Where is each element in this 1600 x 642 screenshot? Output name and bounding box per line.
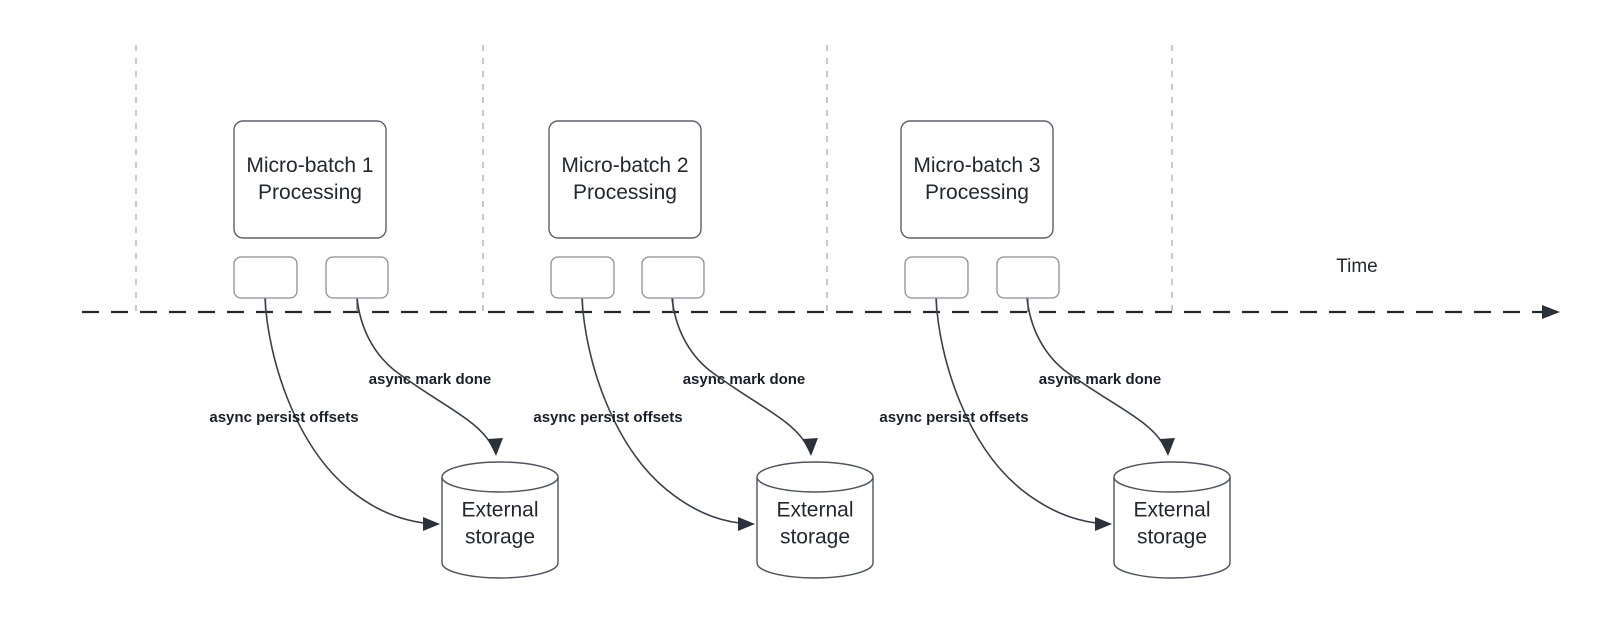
group-2-persist-offsets-edge-arrow-icon	[738, 517, 755, 531]
group-1-persist-offsets-edge-label: async persist offsets	[209, 409, 358, 426]
group-3-batch-box[interactable]	[900, 120, 1054, 239]
group-1-mark-done-edge	[356, 297, 494, 449]
group-3-mark-done-task[interactable]	[996, 256, 1060, 299]
group-2-persist-offsets-edge	[581, 297, 752, 525]
group-3-mark-done-edge-label: async mark done	[1039, 371, 1162, 388]
group-2-storage-body[interactable]	[756, 477, 874, 579]
group-3-persist-offsets-edge	[935, 297, 1109, 525]
group-2-batch-label-line2: Processing	[573, 181, 677, 204]
group-3-storage-label-line1: External	[1133, 499, 1210, 522]
group-3-batch-label-line1: Micro-batch 3	[913, 154, 1040, 177]
group-2-storage-label-line2: storage	[780, 526, 850, 549]
group-1-persist-offsets-edge-arrow-icon	[423, 517, 440, 531]
group-2-mark-done-edge-label: async mark done	[683, 371, 806, 388]
group-2-persist-task[interactable]	[550, 256, 615, 299]
timeline-layer: Time	[82, 256, 1560, 319]
time-axis-label: Time	[1336, 256, 1378, 277]
group-2-mark-done-edge	[671, 297, 809, 449]
group-3-storage-top	[1113, 461, 1231, 493]
group-3-batch-label-line2: Processing	[925, 181, 1029, 204]
group-1-mark-done-edge-label: async mark done	[369, 371, 492, 388]
group-3-persist-offsets-edge-arrow-icon	[1095, 517, 1112, 531]
group-3-persist-offsets-edge-label: async persist offsets	[879, 409, 1028, 426]
group-1-batch-label-line1: Micro-batch 1	[246, 154, 373, 177]
group-1-storage-body[interactable]	[441, 477, 559, 579]
group-1-persist-task[interactable]	[233, 256, 298, 299]
group-2-batch-box[interactable]	[548, 120, 702, 239]
group-2-mark-done-edge-arrow-icon	[803, 438, 818, 456]
group-2-persist-offsets-edge-label: async persist offsets	[533, 409, 682, 426]
group-3-mark-done-edge	[1026, 297, 1166, 449]
group-1-mark-done-task[interactable]	[325, 256, 389, 299]
group-3-persist-task[interactable]	[904, 256, 969, 299]
nodes-layer	[233, 120, 1231, 579]
edges-layer	[264, 297, 1175, 531]
group-2-mark-done-task[interactable]	[641, 256, 705, 299]
group-2-batch-label-line1: Micro-batch 2	[561, 154, 688, 177]
group-3-storage-body[interactable]	[1113, 477, 1231, 579]
timeline-arrow-icon	[1542, 305, 1560, 319]
group-1-storage-top	[441, 461, 559, 493]
group-1-persist-offsets-edge	[264, 297, 437, 525]
group-1-mark-done-edge-arrow-icon	[488, 438, 503, 456]
group-1-batch-box[interactable]	[233, 120, 387, 239]
gridlines-layer	[135, 45, 1173, 312]
group-2-storage-label-line1: External	[776, 499, 853, 522]
group-2-storage-top	[756, 461, 874, 493]
group-1-batch-label-line2: Processing	[258, 181, 362, 204]
group-3-storage-label-line2: storage	[1137, 526, 1207, 549]
group-1-storage-label-line2: storage	[465, 526, 535, 549]
group-1-storage-label-line1: External	[461, 499, 538, 522]
group-3-mark-done-edge-arrow-icon	[1160, 438, 1175, 456]
